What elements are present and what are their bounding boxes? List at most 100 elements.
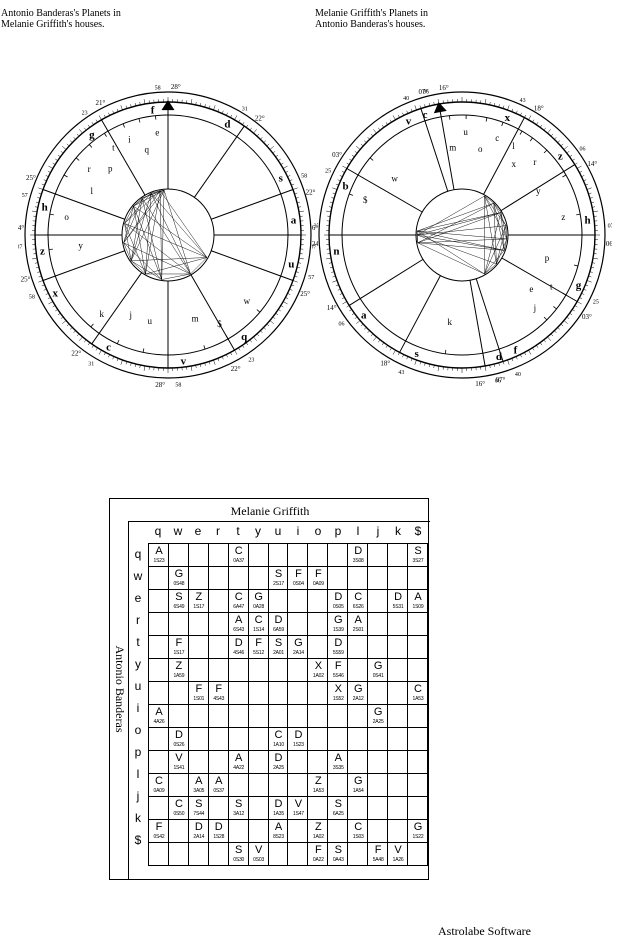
cusp-degree: 03° (582, 313, 592, 321)
aspect-line (134, 206, 146, 274)
aspect-cell (348, 567, 368, 590)
aspect-symbol: S (189, 799, 209, 810)
aspect-orb: 1S01 (189, 696, 209, 702)
aspect-cell (368, 567, 388, 590)
aspect-cell (188, 751, 208, 774)
grid-row-header: $ (128, 829, 148, 851)
grid-row-header: l (128, 763, 148, 785)
grid-row-header: e (128, 587, 148, 609)
aspect-cell (248, 797, 268, 820)
degree-tick (349, 309, 351, 311)
cusp-degree: 18° (534, 104, 544, 112)
degree-tick (38, 280, 43, 282)
degree-tick (67, 324, 69, 326)
planet-glyph: w (244, 296, 251, 306)
aspect-orb: 8S23 (269, 834, 289, 840)
left-synastry-wheel: f28°58d22°31s22°58a24°37u25°57q22°23v28°… (18, 80, 318, 390)
aspect-symbol: G (348, 684, 368, 695)
aspect-cell (188, 843, 208, 866)
degree-tick (577, 166, 581, 169)
degree-tick (540, 343, 542, 345)
house-cusp-line (43, 251, 125, 281)
grid-column-header: k (388, 524, 408, 538)
planet-glyph: m (192, 314, 199, 324)
grid-row-header: p (128, 741, 148, 763)
aspect-cell (388, 682, 408, 705)
aspect-cell (208, 544, 228, 567)
caption-line: Antonio Banderas's houses. (315, 19, 428, 30)
degree-tick (281, 163, 284, 165)
cusp-degree: 25° (300, 290, 310, 298)
degree-tick (283, 302, 287, 305)
aspect-cell (388, 636, 408, 659)
aspect-orb: 2A14 (189, 834, 209, 840)
aspect-cell (188, 544, 208, 567)
degree-tick (74, 331, 76, 333)
degree-tick (536, 345, 538, 347)
degree-tick (270, 320, 274, 323)
degree-tick (235, 115, 238, 119)
cusp-degree: 03° (332, 151, 342, 159)
aspect-cell (348, 728, 368, 751)
degree-tick (561, 324, 563, 326)
aspect-line (417, 231, 484, 274)
degree-tick (593, 211, 598, 212)
degree-tick (371, 334, 373, 336)
planet-tick (544, 317, 547, 320)
planet-glyph: o (64, 212, 69, 222)
planet-glyph: $ (363, 195, 368, 205)
aspect-cell (368, 636, 388, 659)
grid-column-header: i (288, 524, 308, 538)
aspect-symbol: A (149, 707, 169, 718)
aspect-cell (228, 682, 248, 705)
degree-tick (544, 128, 546, 130)
degree-tick (561, 144, 563, 146)
house-cusp-line (347, 169, 422, 213)
aspect-cell (288, 682, 308, 705)
degree-tick (121, 360, 123, 365)
planet-tick (502, 122, 503, 126)
degree-tick (283, 166, 287, 169)
aspect-cell (208, 613, 228, 636)
aspect-line (485, 213, 501, 274)
aspect-cell (328, 705, 348, 728)
aspect-orb: 2A12 (348, 696, 368, 702)
aspect-symbol: S (408, 546, 428, 557)
aspect-symbol: F (149, 822, 169, 833)
degree-tick (79, 337, 82, 341)
cusp-degree: 28° (171, 83, 181, 91)
cusp-minute: 25 (593, 299, 599, 305)
aspect-orb: 5S12 (249, 650, 269, 656)
degree-tick (48, 302, 52, 305)
planet-tick (553, 306, 556, 308)
grid-column-header: r (208, 524, 228, 538)
grid-row-header: u (128, 675, 148, 697)
degree-tick (67, 144, 69, 146)
caption-line: Antonio Banderas's Planets in (1, 8, 121, 19)
aspect-cell (168, 820, 188, 843)
aspect-symbol: G (348, 776, 368, 787)
aspect-cell (268, 682, 288, 705)
cusp-minute: 43 (398, 370, 404, 376)
house-cusp-line (194, 126, 244, 197)
degree-tick (564, 320, 568, 323)
aspect-orb: 1S17 (189, 604, 209, 610)
degree-tick (364, 141, 366, 143)
aspect-orb: 1S52 (328, 696, 348, 702)
aspect-cell (268, 590, 288, 613)
degree-tick (96, 120, 98, 123)
aspect-line (417, 231, 507, 239)
cusp-sign-glyph: v (181, 356, 187, 368)
aspect-cell (288, 659, 308, 682)
